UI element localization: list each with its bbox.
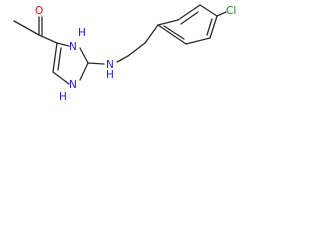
- amine-h-label: H: [106, 69, 114, 81]
- amine-n-label: N: [106, 59, 114, 71]
- acetyl-ring-bond: [38, 34, 58, 44]
- ring-nh-lower-n-label: N: [69, 79, 77, 91]
- ring-bond-n1-c5: [52, 71, 70, 85]
- structure-diagram: O H N H N H N Cl: [13, 4, 236, 103]
- ethyl-bond: [127, 42, 146, 57]
- oxygen-label: O: [35, 5, 43, 17]
- chlorine-label: Cl: [226, 5, 236, 17]
- chlorine-bond: [216, 11, 227, 17]
- ring-bond-n3-c2: [79, 47, 89, 64]
- ethyl-phenyl-bond: [144, 24, 159, 44]
- ring-bond-c2-n1: [79, 62, 89, 81]
- ring-nh-upper-h-label: H: [78, 27, 86, 39]
- c2-amine-bond: [87, 62, 105, 65]
- amine-ethyl-bond: [116, 55, 129, 63]
- ring-double-bond-inner: [57, 47, 62, 71]
- benzene-bond-6: [157, 24, 187, 45]
- benzene-bond-3: [199, 4, 218, 17]
- ring-bond-c5-c4: [52, 42, 58, 73]
- benzene-double-bond-b: [206, 18, 213, 36]
- benzene-bond-2: [177, 4, 201, 21]
- benzene-double-bond-a: [180, 11, 199, 25]
- ring-nh-upper-n-label: N: [69, 41, 77, 53]
- benzene-bond-5: [185, 37, 211, 45]
- benzene-bond-4: [209, 15, 218, 39]
- ring-nh-lower-h-label: H: [59, 91, 67, 103]
- benzene-bond-1: [157, 19, 179, 26]
- ring-bond-c4-n3: [56, 42, 70, 47]
- benzene-double-bond-c: [163, 25, 185, 40]
- methyl-bond: [13, 20, 40, 36]
